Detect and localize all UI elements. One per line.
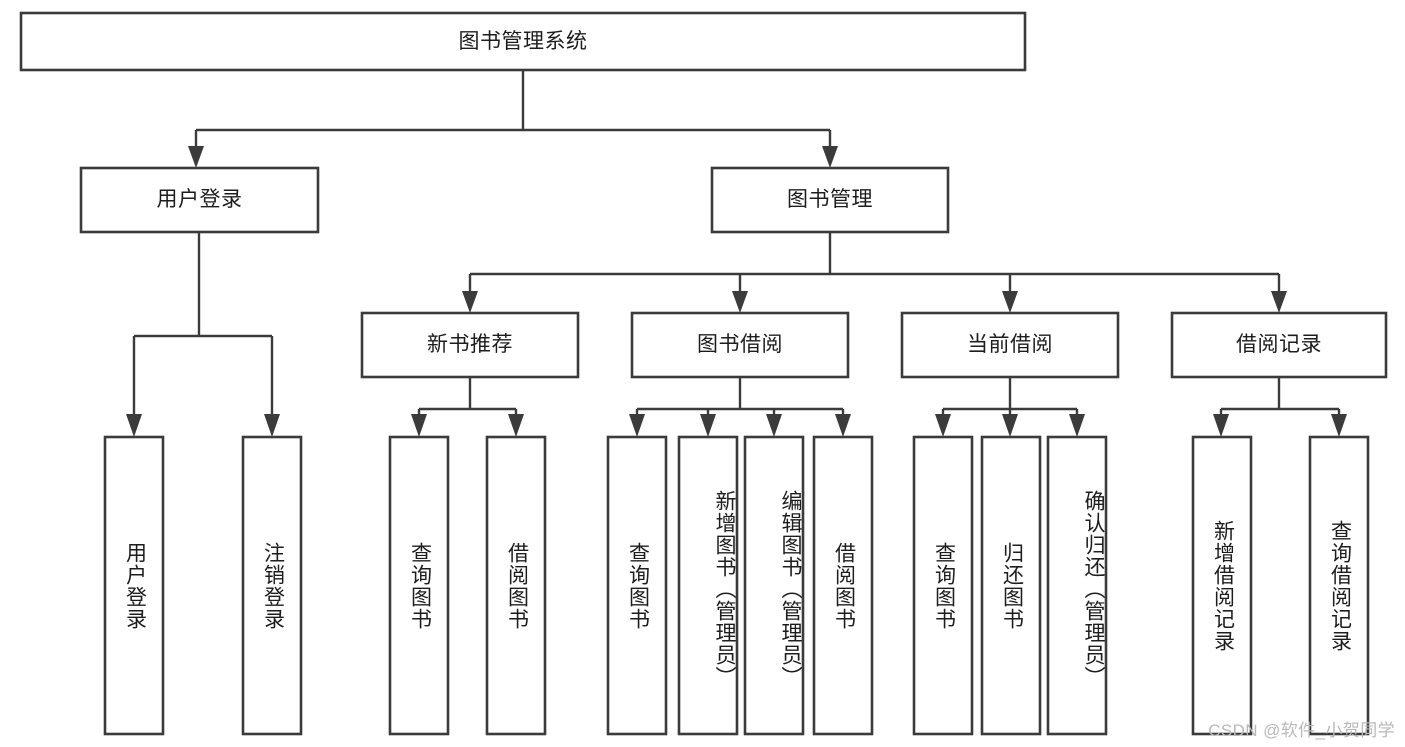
node-leaf-query-record[interactable] <box>1310 437 1368 734</box>
node-box-leaf-edit-book[interactable] <box>743 435 805 736</box>
arrow-to-leaf-borrow-book-1 <box>508 414 524 437</box>
arrow-root-to-book-manage <box>822 146 838 168</box>
node-borrow-record[interactable] <box>1172 313 1386 377</box>
connector-book-manage-bus <box>468 232 1281 296</box>
arrow-to-leaf-add-record <box>1213 414 1229 437</box>
node-box-leaf-logout[interactable] <box>241 435 303 736</box>
connector-new-book-recommend-bus <box>417 377 518 418</box>
node-box-leaf-add-record[interactable] <box>1191 435 1253 736</box>
connector-user-login-bus <box>132 232 274 418</box>
node-leaf-logout[interactable] <box>243 437 301 734</box>
node-leaf-add-record[interactable] <box>1193 437 1251 734</box>
arrow-root-to-user-login <box>188 146 204 168</box>
connector-book-borrow-bus <box>635 377 845 418</box>
node-box-new-book-recommend[interactable] <box>360 311 580 379</box>
arrow-to-leaf-query-record <box>1331 414 1347 437</box>
arrow-to-leaf-logout <box>264 414 280 437</box>
connector-root-bus <box>194 70 832 150</box>
node-box-leaf-add-book[interactable] <box>677 435 739 736</box>
arrow-to-leaf-borrow-book-2 <box>835 414 851 437</box>
node-box-leaf-query-book-2[interactable] <box>606 435 668 736</box>
arrow-to-borrow-record <box>1271 291 1287 313</box>
node-leaf-add-book[interactable] <box>679 437 737 734</box>
arrow-to-leaf-query-book-3 <box>935 414 951 437</box>
arrow-to-leaf-query-book-2 <box>629 414 645 437</box>
node-box-leaf-borrow-book-1[interactable] <box>485 435 547 736</box>
arrow-to-current-borrow <box>1002 291 1018 313</box>
node-box-leaf-confirm-return[interactable] <box>1046 435 1108 736</box>
node-current-borrow[interactable] <box>902 313 1118 377</box>
node-leaf-return-book[interactable] <box>982 437 1040 734</box>
arrow-to-leaf-query-book-1 <box>411 414 427 437</box>
node-root[interactable] <box>21 13 1025 70</box>
node-leaf-query-book-3[interactable] <box>914 437 972 734</box>
arrow-to-leaf-edit-book <box>766 414 782 437</box>
node-box-book-borrow[interactable] <box>630 311 850 379</box>
node-leaf-query-book-2[interactable] <box>608 437 666 734</box>
node-leaf-user-login[interactable] <box>105 437 163 734</box>
node-leaf-query-book-1[interactable] <box>390 437 448 734</box>
node-box-leaf-query-book-1[interactable] <box>388 435 450 736</box>
arrow-to-leaf-confirm-return <box>1069 414 1085 437</box>
node-box-root[interactable] <box>19 11 1027 72</box>
node-leaf-edit-book[interactable] <box>745 437 803 734</box>
arrow-to-new-book-recommend <box>462 291 478 313</box>
node-box-user-login[interactable] <box>79 166 320 234</box>
node-new-book-recommend[interactable] <box>362 313 578 377</box>
arrow-to-leaf-add-book <box>700 414 716 437</box>
connector-current-borrow-bus <box>941 377 1079 418</box>
arrow-to-leaf-return-book <box>1002 414 1018 437</box>
node-box-leaf-borrow-book-2[interactable] <box>812 435 874 736</box>
node-box-leaf-return-book[interactable] <box>980 435 1042 736</box>
node-box-leaf-user-login[interactable] <box>103 435 165 736</box>
arrow-to-book-borrow <box>732 291 748 313</box>
node-box-book-manage[interactable] <box>710 166 950 234</box>
node-box-leaf-query-book-3[interactable] <box>912 435 974 736</box>
node-leaf-borrow-book-2[interactable] <box>814 437 872 734</box>
arrow-to-leaf-user-login <box>126 414 142 437</box>
node-book-manage[interactable] <box>712 168 948 232</box>
node-box-leaf-query-record[interactable] <box>1308 435 1370 736</box>
node-box-current-borrow[interactable] <box>900 311 1120 379</box>
node-book-borrow[interactable] <box>632 313 848 377</box>
node-box-borrow-record[interactable] <box>1170 311 1388 379</box>
node-leaf-confirm-return[interactable] <box>1048 437 1106 734</box>
node-user-login[interactable] <box>81 168 318 232</box>
connector-borrow-record-bus <box>1219 377 1341 418</box>
node-leaf-borrow-book-1[interactable] <box>487 437 545 734</box>
